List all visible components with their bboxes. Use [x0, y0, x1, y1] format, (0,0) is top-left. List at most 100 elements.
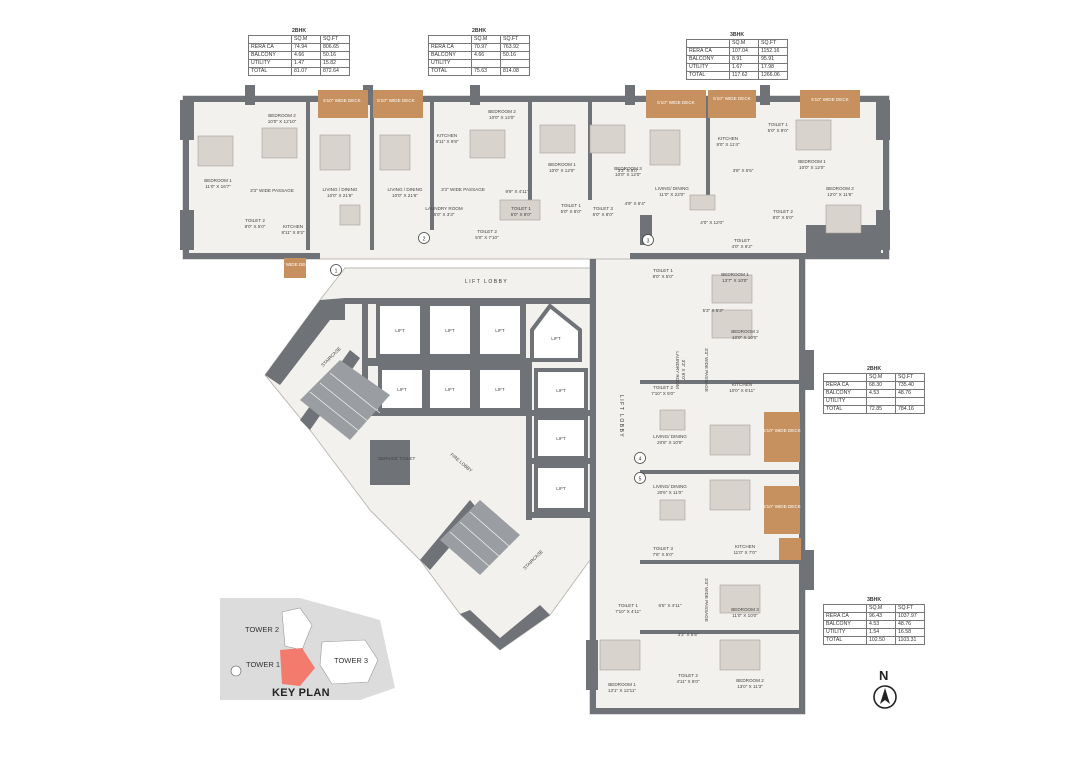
- room-size: 10'0" X 21'6": [327, 193, 353, 198]
- area-table-cell: SQ.M: [729, 39, 759, 48]
- room-size: 20'6" X 10'0": [657, 440, 683, 445]
- key-plan-title: KEY PLAN: [272, 687, 330, 699]
- deck-label: 5'10" WIDE DECK: [763, 428, 801, 433]
- room-size: 10'0" X 12'0": [799, 165, 825, 170]
- room-size: 5'0" X 8'0": [561, 209, 582, 214]
- decks: [284, 90, 860, 560]
- area-table-cell: 4.66: [471, 51, 501, 60]
- room-label: TOILET 2: [477, 229, 497, 234]
- room-size: 5'0" X 8'0": [593, 212, 614, 217]
- north-label: N: [879, 668, 888, 683]
- room-label: BEDROOM 2: [268, 113, 296, 118]
- north-arrow: N: [873, 668, 897, 709]
- area-table-cell: RERA CA: [823, 381, 867, 390]
- area-table-cell: UTILITY: [428, 59, 472, 68]
- dimension-label: 9'9" X 4'11": [505, 189, 528, 194]
- lift-lobby-side-label: LIFT LOBBY: [618, 395, 624, 438]
- room-label: TOILET 2: [653, 385, 673, 390]
- area-table-cell: BALCONY: [428, 51, 472, 60]
- room-size: 8'0" X 5'0": [245, 224, 266, 229]
- area-table-cell: 96.43: [866, 612, 896, 621]
- room-label: LAUNDRY ROOM: [675, 351, 680, 389]
- lift-label: LIFT: [445, 328, 455, 333]
- room-size: 8'0" X 5'0": [773, 215, 794, 220]
- area-table-cell: 1.54: [866, 628, 896, 637]
- area-table-cell: RERA CA: [686, 47, 730, 56]
- room-size: 3'3" X 6'0": [681, 360, 686, 381]
- staircases: [300, 360, 520, 575]
- room-label: LIVING/ DINING: [655, 186, 689, 191]
- room-size: 6'0" X 3'3": [434, 212, 455, 217]
- lift-label: LIFT: [551, 336, 561, 341]
- area-table-cell: 68.30: [866, 381, 896, 390]
- area-table-cell: 17.98: [758, 63, 788, 72]
- room-size: 8'11" X 9'3": [281, 230, 304, 235]
- area-table-cell: 784.16: [895, 405, 925, 414]
- room-label: BEDROOM 2: [736, 678, 764, 683]
- unit-number: 1: [335, 268, 338, 274]
- area-table-cell: 74.94: [291, 43, 321, 52]
- room-label: 3'3" WIDE PASSAGE: [704, 348, 709, 392]
- deck-label: 5'10" WIDE DECK: [811, 97, 849, 102]
- lift-label: LIFT: [445, 387, 455, 392]
- furniture: [197, 119, 862, 671]
- area-table-cell: 48.76: [895, 620, 925, 629]
- area-table-cell: [823, 373, 867, 382]
- area-table-type: 2BHK: [866, 366, 882, 372]
- dimension-label: 3'3" X 5'5": [678, 632, 699, 637]
- deck-label: 5'10" WIDE DECK: [274, 262, 312, 267]
- room-size: 4'0" X 6'2": [732, 244, 753, 249]
- area-table-cell: 102.50: [866, 636, 896, 645]
- lift-label: LIFT: [397, 387, 407, 392]
- room-label: BEDROOM 1: [798, 159, 826, 164]
- dimension-label: 4'9" X 6'4": [625, 201, 646, 206]
- area-table-cell: 1103.31: [895, 636, 925, 645]
- unit-marker-circle: [418, 232, 430, 244]
- area-table-cell: 1.67: [729, 63, 759, 72]
- key-plan-tower-1: [280, 648, 315, 686]
- room-label: LAUNDRY ROOM: [425, 206, 463, 211]
- room-size: 10'0" X 12'0": [489, 115, 515, 120]
- room-size: 11'0" X 22'0": [659, 192, 685, 197]
- unit-marker-circle: [330, 264, 342, 276]
- room-size: 5'0" X 8'0": [511, 212, 532, 217]
- area-table-cell: 95.91: [758, 55, 788, 64]
- area-table-cell: UTILITY: [823, 397, 867, 406]
- deck-label: 5'10" WIDE DECK: [713, 96, 751, 101]
- area-table-cell: 1266.06: [758, 71, 788, 80]
- area-table-cell: [866, 397, 896, 406]
- unit-number: 4: [639, 456, 642, 462]
- area-table-cell: TOTAL: [428, 67, 472, 76]
- area-table-cell: 48.76: [895, 389, 925, 398]
- area-table-cell: TOTAL: [823, 636, 867, 645]
- area-table-cell: SQ.FT: [320, 35, 350, 44]
- room-label: BEDROOM 1: [204, 178, 232, 183]
- lift-label: LIFT: [556, 486, 566, 491]
- unit-number: 5: [639, 476, 642, 482]
- room-label: TOILET 1: [511, 206, 531, 211]
- dimension-label: 3'3" X 5'0": [618, 168, 639, 173]
- area-table-cell: TOTAL: [823, 405, 867, 414]
- area-table-cell: SQ.FT: [758, 39, 788, 48]
- area-table-cell: SQ.FT: [500, 35, 530, 44]
- dimension-label: 6'5" X 4'11": [658, 603, 681, 608]
- area-table-cell: SQ.M: [291, 35, 321, 44]
- lifts: [376, 302, 588, 512]
- misc-dimension-labels: 9'9" X 4'11" 3'3" X 5'0" 4'9" X 6'4" 4'0" X…: [505, 168, 753, 637]
- area-table-cell: 8.91: [729, 55, 759, 64]
- room-label: BEDROOM 2: [488, 109, 516, 114]
- room-label: KITCHEN: [283, 224, 303, 229]
- room-size: 8'11" X 9'8": [435, 139, 458, 144]
